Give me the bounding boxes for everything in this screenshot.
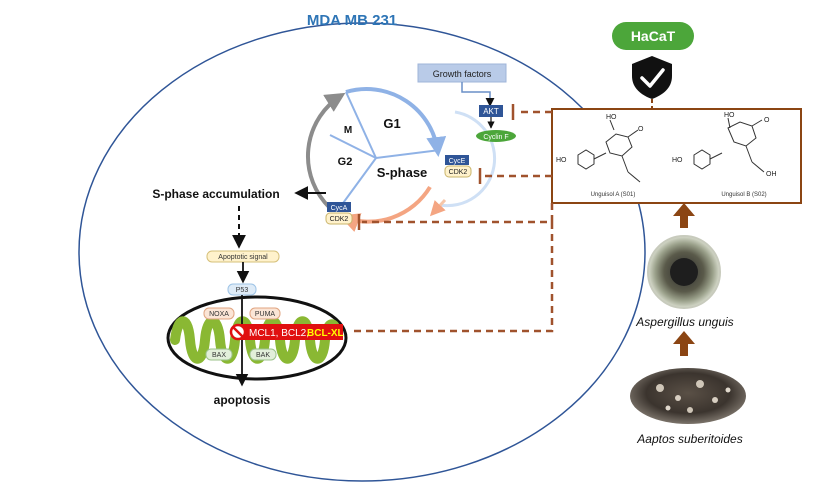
g2-label: G2 (338, 156, 353, 168)
unguisol-a-ho: HO (556, 157, 567, 164)
akt-label: AKT (483, 107, 499, 116)
unguisol-b-oh: OH (766, 171, 777, 178)
cell-cycle-diagram: G1 M G2 S-phase (306, 87, 497, 233)
unguisol-a-structure (577, 119, 641, 183)
unguisol-b-ho2: HO (724, 112, 735, 119)
hacat-badge (612, 22, 694, 50)
bax-box (205, 348, 233, 361)
shield-check-icon (632, 56, 672, 99)
unguisol-a-o: O (638, 126, 644, 133)
g2-m-arc (306, 92, 346, 210)
cdk2-top-box (444, 165, 472, 178)
m-label: M (344, 125, 352, 136)
anti-apoptotic-box (237, 324, 343, 340)
cyca-box (327, 202, 351, 212)
g1-label: G1 (383, 116, 400, 131)
apoptotic-signal-label: Apoptotic signal (218, 254, 268, 261)
cyca-label: CycA (331, 205, 348, 212)
sponge-label: Aaptos suberitoides (636, 432, 742, 446)
cdk2-bottom-box (325, 212, 353, 225)
sponge-image (630, 368, 746, 424)
bak-box (249, 348, 277, 361)
compound-box (551, 108, 802, 204)
puma-label: PUMA (255, 311, 276, 318)
cyce-label: CycE (449, 158, 466, 165)
s-phase-arc (339, 185, 432, 233)
s-phase-label: S-phase (377, 165, 428, 180)
cell-membrane (78, 22, 646, 482)
noxa-label: NOXA (209, 311, 229, 318)
no-sign-icon (229, 323, 247, 341)
cell-line-title: MDA MB 231 (307, 12, 397, 29)
g1-arc (345, 87, 447, 157)
bclxl-label: BCL-XL (307, 328, 344, 339)
unguisol-b-structure (693, 117, 765, 173)
inhibition-bars (357, 104, 515, 230)
akt-box (479, 105, 503, 117)
cyclin-f-ellipse (476, 130, 516, 142)
inhibition-connectors (349, 110, 554, 333)
noxa-box (203, 307, 235, 320)
bak-label: BAK (256, 352, 270, 359)
puma-box (249, 307, 281, 320)
unguisol-a-label: Unguisol A (S01) (591, 192, 636, 198)
unguisol-b-ho: HO (672, 157, 683, 164)
fungus-label: Aspergillus unguis (635, 315, 733, 329)
cdk2-bottom-label: CDK2 (330, 216, 349, 223)
unguisol-a-ho2: HO (606, 114, 617, 121)
apoptosis-label: apoptosis (214, 393, 271, 407)
s-phase-accumulation-label: S-phase accumulation (152, 187, 279, 201)
growth-factors-label: Growth factors (433, 69, 492, 79)
unguisol-b-label: Unguisol B (S02) (721, 192, 766, 198)
fungus-culture-image (647, 235, 721, 309)
bax-label: BAX (212, 352, 226, 359)
unguisol-b-o: O (764, 117, 770, 124)
cdk2-top-label: CDK2 (449, 169, 468, 176)
source-arrows (673, 203, 695, 356)
hacat-label: HaCaT (631, 28, 676, 44)
cyclin-f-label: Cyclin F (483, 134, 508, 141)
cyce-box (445, 155, 469, 165)
anti-apoptotic-label: MCL1, BCL2, (249, 328, 309, 339)
p53-label: P53 (236, 287, 249, 294)
